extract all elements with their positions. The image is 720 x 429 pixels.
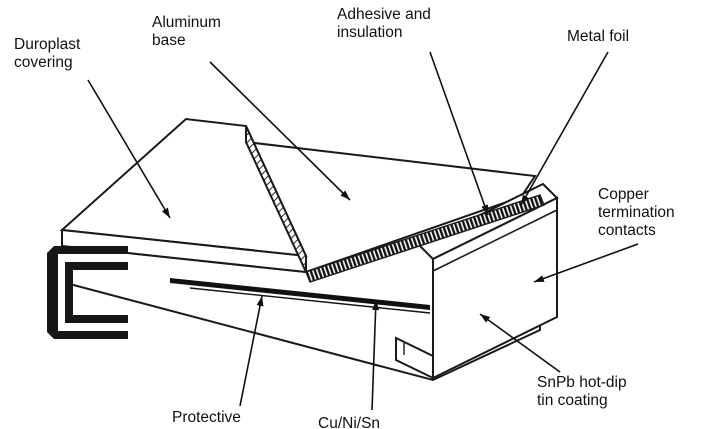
internal-layer-lines — [170, 278, 430, 310]
label-snpb-tin-coating: SnPb hot-dip tin coating — [537, 374, 627, 409]
arrow-adhesive — [429, 51, 489, 216]
copper-cap-edge-line — [432, 209, 558, 272]
label-metal-foil: Metal foil — [567, 28, 630, 45]
pointer-arrows — [87, 51, 639, 411]
label-adhesive-insulation: Adhesive and insulation — [337, 6, 431, 41]
arrow-aluminum — [209, 61, 351, 201]
label-copper-termination: Copper termination contacts — [598, 186, 675, 239]
arrow-cu-ni-sn — [371, 299, 380, 411]
arrow-duroplast — [87, 79, 171, 219]
arrow-copper — [533, 243, 639, 283]
internal-layer-line — [189, 287, 431, 314]
label-protective: Protective — [172, 409, 241, 426]
label-duroplast-covering: Duroplast covering — [14, 36, 81, 71]
label-aluminum-base: Aluminum base — [152, 14, 221, 49]
label-cu-ni-sn: Cu/Ni/Sn — [318, 415, 381, 429]
arrow-metal-foil — [520, 51, 609, 206]
metal-foil-strip — [305, 194, 545, 283]
left-termination-core — [58, 254, 128, 331]
copper-cap-end-face — [432, 196, 558, 380]
arrow-snpb — [479, 313, 561, 373]
arrow-protective — [239, 295, 264, 407]
copper-cap-hook — [395, 336, 434, 380]
left-termination-cross-section — [47, 246, 128, 339]
